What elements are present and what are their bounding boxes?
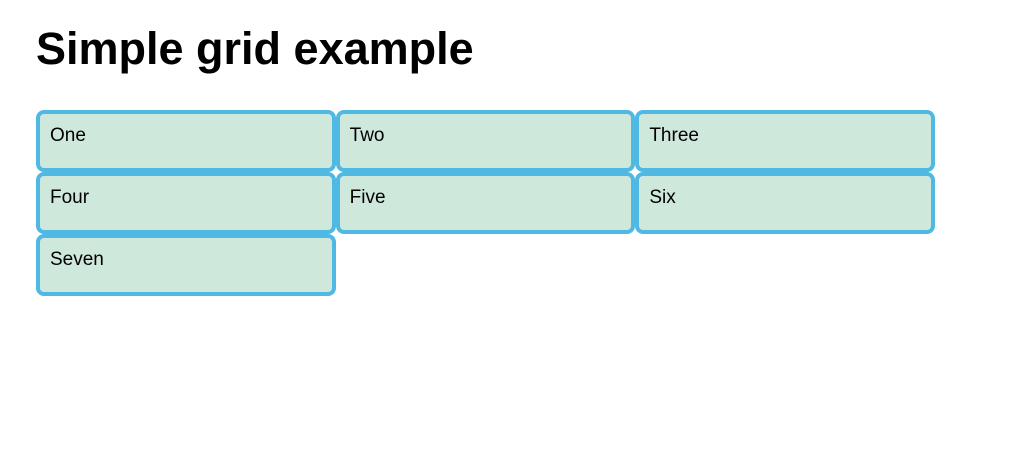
grid-cell: One — [36, 109, 336, 172]
grid-cell: Five — [335, 171, 636, 234]
grid-cell: Seven — [36, 233, 336, 296]
grid-cell-label: Four — [50, 186, 90, 208]
page: Simple grid example One Two Three Four F… — [0, 23, 1027, 296]
grid-cell-label: Five — [349, 186, 386, 208]
grid-cell-label: Six — [649, 186, 676, 208]
grid-cell-label: One — [50, 124, 86, 146]
grid-cell-label: Seven — [50, 248, 104, 270]
grid-cell: Two — [335, 109, 636, 172]
page-title: Simple grid example — [36, 23, 474, 74]
grid-cell-label: Three — [649, 124, 699, 146]
grid-cell: Four — [36, 171, 336, 234]
grid-cell-label: Two — [349, 124, 385, 146]
grid-cell: Three — [635, 109, 935, 172]
grid-cell: Six — [635, 171, 935, 234]
grid-container: One Two Three Four Five Six Seven — [36, 109, 935, 296]
